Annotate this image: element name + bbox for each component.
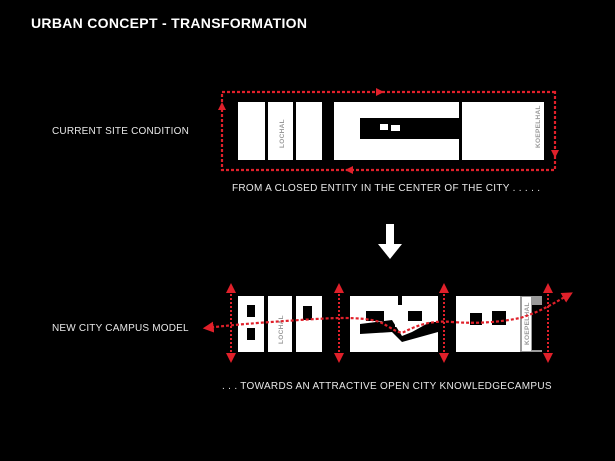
current-koepelhal-label: KOEPELHAL	[535, 105, 542, 148]
current-site-label: CURRENT SITE CONDITION	[52, 126, 189, 137]
current-lochal-label: LOCHAL	[279, 119, 286, 148]
route-arrow-icon	[551, 150, 559, 158]
campus-model-label: NEW CITY CAMPUS MODEL	[52, 323, 189, 334]
current-building-block	[238, 102, 265, 160]
campus-opening	[408, 311, 422, 321]
campus-building-koepelhal	[456, 296, 520, 352]
current-closed-route	[220, 90, 557, 172]
campus-lochal-label: LOCHAL	[278, 315, 285, 344]
current-small-block	[380, 124, 388, 130]
campus-opening	[247, 305, 255, 317]
campus-open-route	[202, 292, 573, 334]
campus-opening	[492, 311, 506, 325]
campus-opening	[247, 328, 255, 340]
route-arrow-icon	[376, 88, 384, 96]
current-building-koepelhal	[462, 102, 544, 160]
campus-building-block	[296, 296, 322, 352]
current-courtyard-cut	[360, 118, 459, 139]
page-title: URBAN CONCEPT - TRANSFORMATION	[31, 15, 308, 31]
current-building-block	[296, 102, 322, 160]
route-arrow-icon	[218, 102, 226, 110]
route-arrow-icon	[345, 166, 353, 174]
campus-koepelhal-label: KOEPELHAL	[524, 302, 531, 345]
arrow-down-icon	[378, 224, 402, 259]
campus-opening	[303, 306, 312, 320]
current-building-block	[268, 102, 293, 160]
current-small-block	[391, 125, 400, 131]
campus-model-caption: . . . TOWARDS AN ATTRACTIVE OPEN CITY KN…	[222, 381, 552, 392]
current-site-diagram: LOCHAL KOEPELHAL	[218, 88, 559, 174]
campus-opening	[366, 311, 384, 321]
campus-model-diagram: LOCHAL KOEPELHAL	[202, 283, 573, 363]
current-site-caption: FROM A CLOSED ENTITY IN THE CENTER OF TH…	[232, 183, 541, 194]
